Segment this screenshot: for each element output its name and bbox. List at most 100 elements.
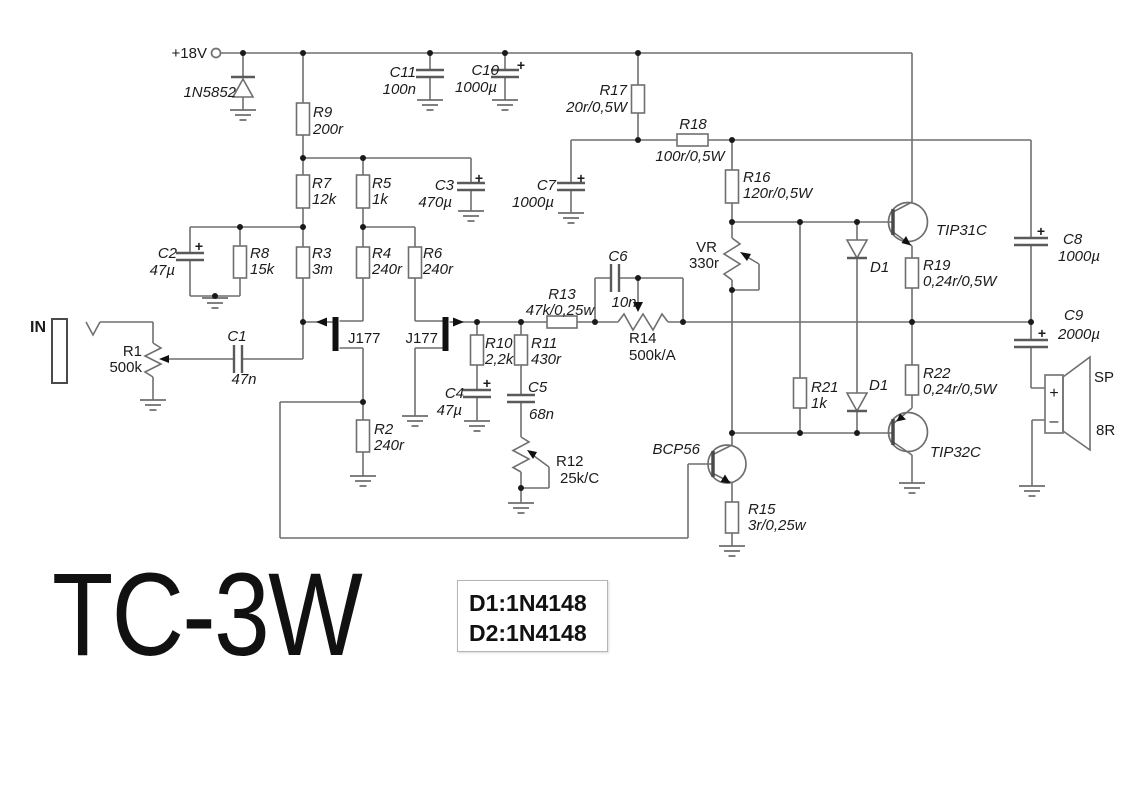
resistor-r4 (355, 246, 371, 279)
transistors (707, 201, 929, 484)
diode-legend-box: D1:1N4148 D2:1N4148 (457, 580, 608, 652)
c9-ref: C9 (1064, 307, 1084, 324)
resistor-r16 (724, 169, 740, 204)
r16-value: 120r/0,5W (743, 185, 814, 202)
resistor-r13 (546, 315, 578, 329)
r8-ref: R8 (250, 245, 270, 262)
r2-value: 240r (373, 437, 405, 454)
r4-value: 240r (371, 261, 403, 278)
ground-symbols (140, 99, 1045, 557)
diodes (231, 75, 869, 413)
r14-ref: R14 (629, 330, 657, 347)
cap-c3 (457, 181, 485, 192)
c4-ref: C4 (445, 385, 464, 402)
input-label: IN (30, 319, 46, 336)
r13-ref: R13 (548, 286, 576, 303)
r22-value: 0,24r/0,5W (923, 381, 998, 398)
resistor-r15 (724, 501, 740, 534)
vr-value: 330r (689, 255, 719, 272)
r17-value: 20r/0,5W (565, 99, 629, 116)
r21-value: 1k (811, 395, 828, 412)
d1-upper-ref: D1 (870, 259, 889, 276)
legend-line-d1: D1:1N4148 (469, 590, 587, 616)
r17-ref: R17 (599, 82, 627, 99)
cap-c6 (609, 264, 621, 292)
c6-value: 10n (611, 294, 636, 311)
c4-plus: + (483, 375, 491, 391)
r11-ref: R11 (531, 335, 557, 352)
r7-value: 12k (312, 191, 338, 208)
j177-2-ref: J177 (405, 330, 438, 347)
r2-ref: R2 (374, 421, 394, 438)
j177-1-gate-arrow (316, 317, 327, 327)
c1-ref: C1 (227, 328, 246, 345)
resistor-r17 (630, 84, 646, 114)
vr-wiper-arrow (740, 252, 751, 261)
c8-plus: + (1037, 223, 1045, 239)
speaker-plus: + (1049, 385, 1058, 402)
pot-r14 (617, 312, 669, 332)
r15-ref: R15 (748, 501, 776, 518)
speaker-minus: – (1050, 413, 1059, 430)
resistor-r18 (676, 133, 709, 147)
r21-ref: R21 (811, 379, 839, 396)
pot-r1 (143, 342, 163, 378)
potentiometers (143, 237, 751, 473)
c4-value: 47µ (437, 402, 462, 419)
r1-wiper-arrow (159, 355, 169, 363)
transistor-tip31c (887, 201, 929, 246)
r11-value: 430r (531, 351, 562, 368)
c1-value: 47n (231, 371, 256, 388)
r15-value: 3r/0,25w (748, 517, 807, 534)
speaker-impedance: 8R (1096, 422, 1115, 439)
tip31c-ref: TIP31C (936, 222, 987, 239)
r1-ref: R1 (123, 343, 142, 360)
r19-value: 0,24r/0,5W (923, 273, 998, 290)
c9-value: 2000µ (1057, 326, 1100, 343)
power-label: +18V (172, 45, 207, 62)
c5-value: 68n (529, 406, 554, 423)
speaker-cone-icon (1062, 355, 1091, 452)
pot-r12 (511, 436, 531, 473)
d1-lower-ref: D1 (869, 377, 888, 394)
r19-ref: R19 (923, 257, 951, 274)
c8-value: 1000µ (1058, 248, 1100, 265)
d-protection-ref: 1N5852 (183, 84, 236, 101)
transistor-bcp56 (707, 444, 747, 484)
c7-value: 1000µ (512, 194, 554, 211)
jfet-j177-1 (316, 317, 339, 351)
resistor-r7 (295, 174, 311, 209)
j177-1-ref: J177 (348, 330, 381, 347)
r3-value: 3m (312, 261, 333, 278)
speaker (1044, 355, 1091, 452)
r9-ref: R9 (313, 104, 333, 121)
r1-value: 500k (109, 359, 142, 376)
resistor-r10 (469, 334, 485, 366)
diode-d1-upper (845, 239, 869, 260)
c2-ref: C2 (158, 245, 178, 262)
input-connector (51, 318, 101, 384)
diode-1n5852 (231, 75, 255, 98)
cap-c9 (1014, 338, 1048, 349)
resistor-r19 (904, 257, 920, 289)
cap-c10 (491, 68, 519, 79)
c8-ref: C8 (1063, 231, 1083, 248)
power-terminal (210, 47, 222, 59)
r10-ref: R10 (485, 335, 513, 352)
r12-value: 25k/C (560, 470, 599, 487)
r5-value: 1k (372, 191, 389, 208)
pot-vr (722, 237, 742, 281)
cap-c11 (416, 68, 444, 79)
tip32c-ref: TIP32C (930, 444, 981, 461)
r8-value: 15k (250, 261, 276, 278)
c10-plus: + (517, 57, 525, 73)
capacitors (176, 68, 1048, 404)
resistor-r6 (407, 246, 423, 279)
c2-value: 47µ (150, 262, 175, 279)
r12-wiper-arrow (527, 450, 537, 459)
cap-c2 (176, 251, 204, 262)
r3-ref: R3 (312, 245, 332, 262)
c3-ref: C3 (435, 177, 455, 194)
